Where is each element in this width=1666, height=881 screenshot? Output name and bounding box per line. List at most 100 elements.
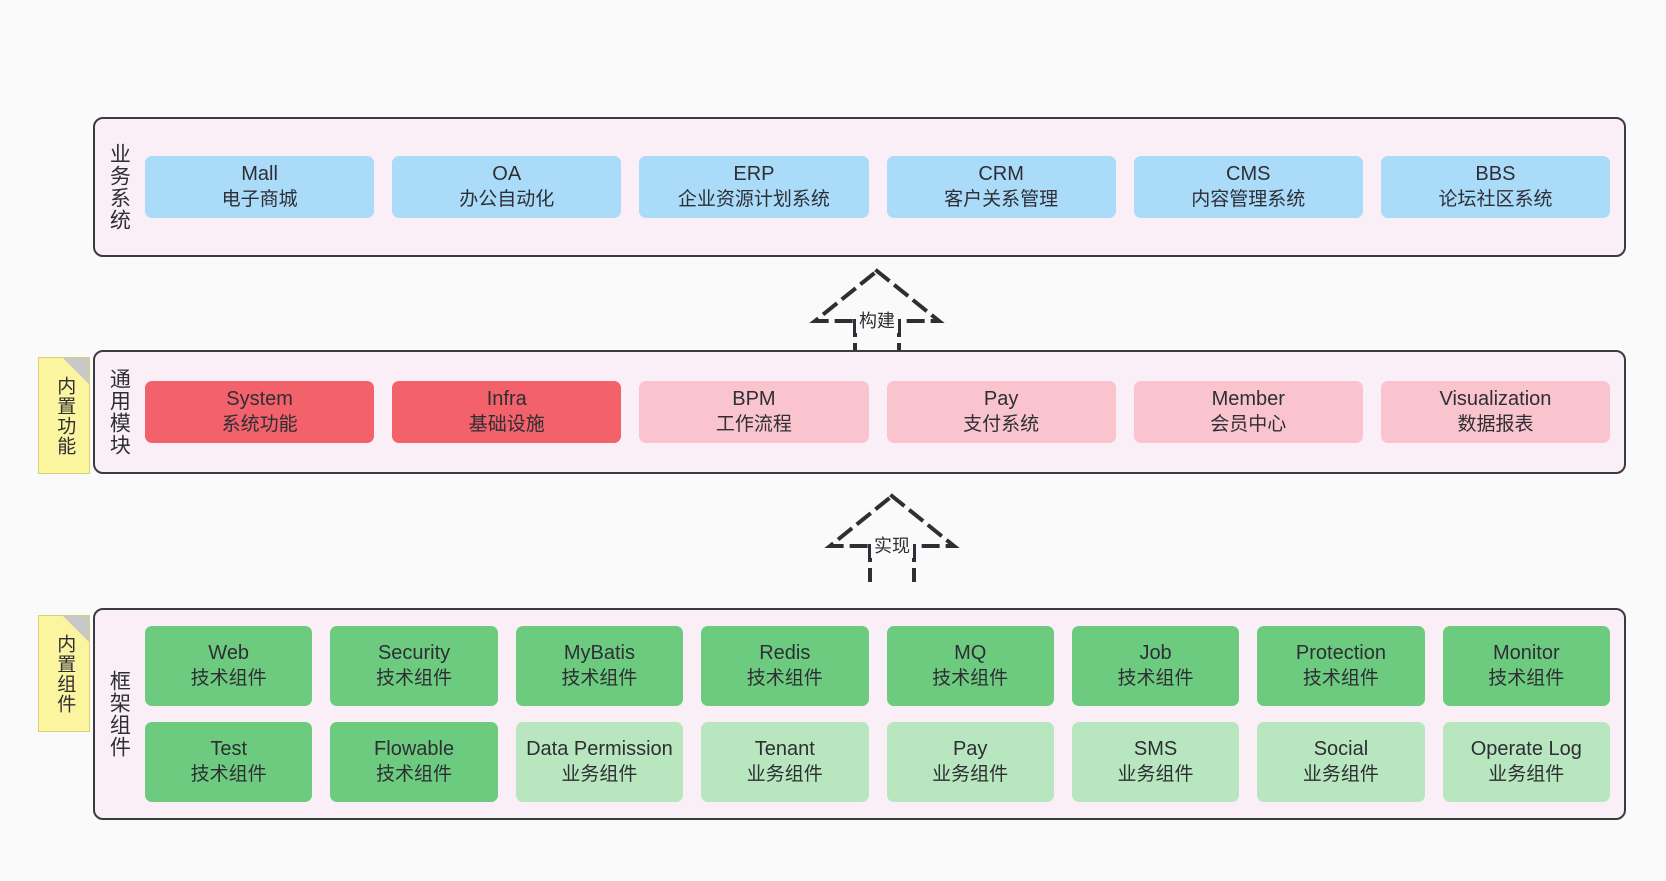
node-title: Mall [241, 163, 278, 186]
node-subtitle: 支付系统 [963, 413, 1040, 435]
node-pay-module[interactable]: Pay 支付系统 [886, 381, 1116, 443]
node-title: CRM [978, 163, 1024, 186]
node-protection[interactable]: Protection 技术组件 [1257, 626, 1425, 706]
node-social[interactable]: Social 业务组件 [1257, 722, 1425, 802]
node-infra[interactable]: Infra 基础设施 [392, 381, 622, 443]
node-redis[interactable]: Redis 技术组件 [701, 626, 869, 706]
node-subtitle: 业务组件 [1117, 763, 1194, 785]
node-subtitle: 技术组件 [376, 667, 453, 689]
layer-business-systems: 业务系统 Mall 电子商城 OA 办公自动化 ERP 企业资源计划系统 CRM… [93, 117, 1626, 257]
node-subtitle: 技术组件 [932, 667, 1009, 689]
layer-body-business-systems: Mall 电子商城 OA 办公自动化 ERP 企业资源计划系统 CRM 客户关系… [141, 119, 1624, 255]
row-business-components: Test 技术组件 Flowable 技术组件 Data Permission … [145, 722, 1610, 802]
node-title: CMS [1226, 163, 1271, 186]
node-title: BPM [732, 388, 776, 411]
layer-body-common-modules: System 系统功能 Infra 基础设施 BPM 工作流程 Pay 支付系统… [141, 352, 1624, 472]
node-security[interactable]: Security 技术组件 [330, 626, 498, 706]
node-title: Pay [952, 738, 988, 761]
node-subtitle: 技术组件 [561, 667, 638, 689]
node-system[interactable]: System 系统功能 [145, 381, 375, 443]
layer-common-modules: 通用模块 System 系统功能 Infra 基础设施 BPM 工作流程 Pay… [93, 350, 1626, 474]
node-mall[interactable]: Mall 电子商城 [145, 156, 375, 218]
node-crm[interactable]: CRM 客户关系管理 [886, 156, 1116, 218]
node-mybatis[interactable]: MyBatis 技术组件 [515, 626, 684, 706]
node-subtitle: 基础设施 [468, 413, 545, 435]
node-subtitle: 业务组件 [561, 763, 638, 785]
node-subtitle: 业务组件 [1302, 763, 1379, 785]
node-title: Infra [486, 388, 527, 411]
row-tech-components: Web 技术组件 Security 技术组件 MyBatis 技术组件 Redi… [145, 626, 1610, 706]
connector-implement: 实现 [812, 490, 972, 582]
node-subtitle: 业务组件 [746, 763, 823, 785]
node-pay-component[interactable]: Pay 业务组件 [886, 722, 1054, 802]
node-subtitle: 业务组件 [932, 763, 1009, 785]
node-bpm[interactable]: BPM 工作流程 [639, 381, 869, 443]
generalization-arrow-icon [824, 493, 960, 582]
node-bbs[interactable]: BBS 论坛社区系统 [1380, 156, 1611, 218]
node-title: Test [210, 738, 248, 761]
node-subtitle: 电子商城 [221, 188, 298, 210]
node-title: Visualization [1439, 388, 1552, 411]
node-subtitle: 内容管理系统 [1191, 188, 1306, 210]
node-visualization[interactable]: Visualization 数据报表 [1380, 381, 1611, 443]
node-flowable[interactable]: Flowable 技术组件 [330, 722, 498, 802]
folded-corner-icon [63, 358, 89, 384]
node-title: ERP [733, 163, 775, 186]
node-title: Security [377, 642, 451, 665]
connector-implement-label: 实现 [871, 532, 913, 558]
node-title: Pay [983, 388, 1019, 411]
node-subtitle: 工作流程 [715, 413, 792, 435]
layer-title-business-systems: 业务系统 [107, 143, 131, 231]
node-web[interactable]: Web 技术组件 [145, 626, 313, 706]
node-title: BBS [1475, 163, 1516, 186]
node-member[interactable]: Member 会员中心 [1133, 381, 1363, 443]
node-subtitle: 会员中心 [1210, 413, 1287, 435]
node-title: Protection [1295, 642, 1386, 665]
folded-corner-icon [63, 616, 89, 642]
node-subtitle: 办公自动化 [459, 188, 555, 210]
node-erp[interactable]: ERP 企业资源计划系统 [639, 156, 869, 218]
node-tenant[interactable]: Tenant 业务组件 [701, 722, 869, 802]
node-subtitle: 技术组件 [376, 763, 453, 785]
node-title: System [226, 388, 293, 411]
node-oa[interactable]: OA 办公自动化 [392, 156, 622, 218]
node-mq[interactable]: MQ 技术组件 [886, 626, 1054, 706]
node-job[interactable]: Job 技术组件 [1071, 626, 1240, 706]
node-title: Monitor [1492, 642, 1560, 665]
node-title: Operate Log [1470, 738, 1582, 761]
node-subtitle: 技术组件 [1302, 667, 1379, 689]
node-subtitle: 客户关系管理 [944, 188, 1059, 210]
node-monitor[interactable]: Monitor 技术组件 [1442, 626, 1610, 706]
layer-title-framework-components: 框架组件 [107, 670, 131, 758]
node-title: Data Permission [526, 738, 673, 761]
node-data-permission[interactable]: Data Permission 业务组件 [515, 722, 684, 802]
connector-build: 构建 [797, 265, 957, 357]
node-subtitle: 技术组件 [746, 667, 823, 689]
node-cms[interactable]: CMS 内容管理系统 [1133, 156, 1363, 218]
node-subtitle: 数据报表 [1457, 413, 1534, 435]
node-subtitle: 技术组件 [1488, 667, 1565, 689]
node-subtitle: 系统功能 [221, 413, 298, 435]
node-title: MyBatis [563, 642, 635, 665]
layer-title-common-modules: 通用模块 [107, 368, 131, 456]
row-common-modules: System 系统功能 Infra 基础设施 BPM 工作流程 Pay 支付系统… [145, 381, 1611, 443]
node-title: Member [1211, 388, 1285, 411]
node-subtitle: 业务组件 [1488, 763, 1565, 785]
note-label: 内置组件 [54, 633, 76, 714]
node-test[interactable]: Test 技术组件 [145, 722, 313, 802]
node-title: Flowable [374, 738, 455, 761]
node-title: Web [208, 642, 250, 665]
node-title: SMS [1133, 738, 1178, 761]
node-title: Tenant [754, 738, 815, 761]
node-subtitle: 技术组件 [190, 763, 267, 785]
node-title: Redis [759, 642, 811, 665]
node-title: Job [1139, 642, 1172, 665]
node-operate-log[interactable]: Operate Log 业务组件 [1442, 722, 1610, 802]
note-label: 内置功能 [54, 375, 76, 456]
node-subtitle: 技术组件 [1117, 667, 1194, 689]
node-sms[interactable]: SMS 业务组件 [1071, 722, 1240, 802]
note-builtin-features: 内置功能 [38, 357, 90, 474]
node-subtitle: 技术组件 [190, 667, 267, 689]
node-title: Social [1313, 738, 1369, 761]
